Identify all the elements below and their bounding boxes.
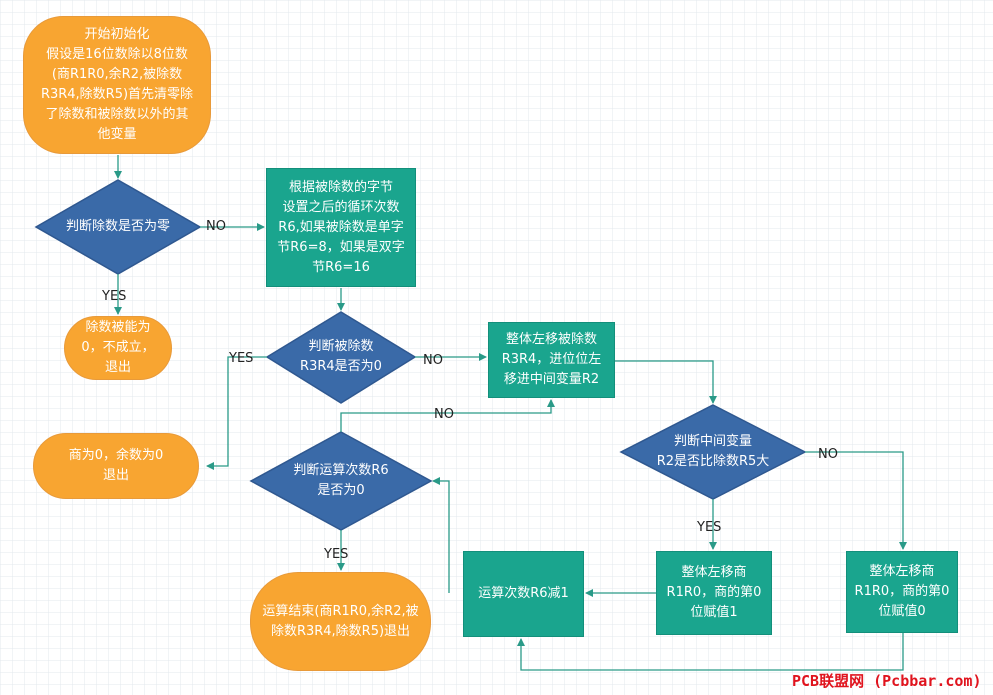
decision-count-zero-text: 判断运算次数R6 是否为0 <box>293 463 389 498</box>
edge-dec-to-count <box>432 477 450 593</box>
edge-compare-no <box>805 451 907 550</box>
decision-divisor-zero-text: 判断除数是否为零 <box>65 219 170 234</box>
watermark: PCB联盟网 (Pcbbar.com) <box>792 672 982 690</box>
start-terminal: 开始初始化 假设是16位数除以8位数 (商R1R0,余R2,被除数 R3R4,除… <box>23 16 211 154</box>
edge-shift-to-compare <box>615 360 717 404</box>
label-yes-count: YES <box>324 547 349 562</box>
edge-q0-to-dec <box>517 633 904 671</box>
label-no-dividend: NO <box>423 353 443 368</box>
decision-dividend-zero <box>265 311 417 404</box>
quotient-bit1-process: 整体左移商 R1R0，商的第0 位赋值1 <box>656 551 772 635</box>
label-yes-dividend: YES <box>229 351 254 366</box>
loop-count-process: 根据被除数的字节 设置之后的循环次数 R6,如果被除数是单字 节R6=8，如果是… <box>266 168 416 287</box>
label-no-divisor: NO <box>206 219 226 234</box>
label-yes-divisor: YES <box>102 289 127 304</box>
shift-dividend-process: 整体左移被除数 R3R4，进位位左 移进中间变量R2 <box>488 322 615 398</box>
label-no-count: NO <box>434 407 454 422</box>
label-yes-compare: YES <box>697 520 722 535</box>
edge-count-no <box>340 399 555 432</box>
label-no-compare: NO <box>818 447 838 462</box>
end-terminal: 运算结束(商R1R0,余R2,被 除数R3R4,除数R5)退出 <box>250 572 431 671</box>
decision-compare-text: 判断中间变量 R2是否比除数R5大 <box>656 434 770 469</box>
divisor-zero-terminal: 除数被能为 0，不成立， 退出 <box>64 316 172 380</box>
dividend-zero-terminal: 商为0，余数为0 退出 <box>33 433 199 499</box>
decision-dividend-zero-text: 判断被除数 R3R4是否为0 <box>300 339 382 374</box>
edge-dividend-yes <box>206 356 267 470</box>
quotient-bit0-process: 整体左移商 R1R0，商的第0 位赋值0 <box>846 551 958 633</box>
decrement-count-process: 运算次数R6减1 <box>463 551 584 637</box>
